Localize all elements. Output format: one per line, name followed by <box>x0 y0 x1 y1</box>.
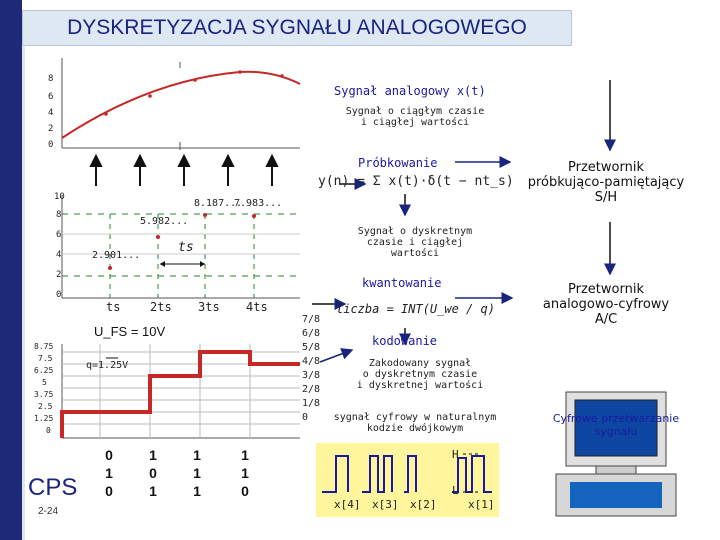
coding-label: kodowanie <box>372 334 437 348</box>
top-ytick-4: 4 <box>48 108 53 118</box>
sampling-impulses <box>91 156 277 186</box>
digital-x-label-1: x[4] <box>334 498 361 511</box>
analog-curve <box>62 72 300 138</box>
mid-ytick-0: 0 <box>56 290 61 300</box>
analog-desc: Sygnał o ciągłym czasie i ciągłej wartoś… <box>340 106 490 128</box>
mid-xtick-3: 3ts <box>198 300 220 314</box>
quant-chart <box>62 344 300 438</box>
mid-ytick-8: 8 <box>56 210 61 220</box>
mid-xtick-4: 4ts <box>246 300 268 314</box>
cps-logo: CPS <box>28 474 77 502</box>
top-ytick-0: 0 <box>48 140 53 150</box>
sampled-desc: Sygnał o dyskretnym czasie i ciągłej war… <box>340 226 490 259</box>
quant-ytick-3: 6.25 <box>34 366 53 375</box>
quant-ytick-2: 7.5 <box>38 354 52 363</box>
coded-desc: Zakodowany sygnał o dyskretnym czasie i … <box>350 358 490 391</box>
page-number: 2-24 <box>38 506 58 517</box>
mid-xtick-1: ts <box>106 300 120 314</box>
low-level-label: L <box>452 484 459 497</box>
quant-ytick-7: 1.25 <box>34 414 53 423</box>
level-5-8: 5/8 <box>302 342 320 353</box>
ts-interval-label: ts <box>178 240 194 255</box>
quant-ytick-4: 5 <box>42 378 47 387</box>
top-chart <box>62 58 300 150</box>
ufs-label: U_FS = 10V <box>94 324 165 339</box>
mid-ytick-6: 6 <box>56 230 61 240</box>
high-level-label: H <box>452 448 459 461</box>
sample-value-2: 5.982... <box>140 216 188 227</box>
sample-value-1: 2.901... <box>92 250 140 261</box>
q-label: q=1.25V <box>86 360 128 371</box>
level-4-8: 4/8 <box>302 356 320 367</box>
digital-x-label-4: x[1] <box>468 498 495 511</box>
sampling-formula: y(n) = Σ x(t)·δ(t − nt_s) <box>318 174 514 189</box>
binary-desc: sygnał cyfrowy w naturalnym kodzie dwójk… <box>330 412 500 434</box>
quant-ytick-8: 0 <box>46 426 51 435</box>
top-ytick-8: 8 <box>48 74 53 84</box>
mid-ytick-10: 10 <box>54 192 65 202</box>
dsp-label: Cyfrowe przetwarzanie sygnału <box>536 412 696 438</box>
mid-ytick-4: 4 <box>56 250 61 260</box>
sampling-label: Próbkowanie <box>358 156 437 170</box>
adc-converter-label: Przetwornik analogowo-cyfrowy A/C <box>516 282 696 327</box>
mid-ytick-2: 2 <box>56 270 61 280</box>
mid-xtick-2: 2ts <box>150 300 172 314</box>
sh-converter-label: Przetwornik próbkująco-pamiętający S/H <box>516 160 696 205</box>
level-7-8: 7/8 <box>302 314 320 325</box>
top-ytick-2: 2 <box>48 124 53 134</box>
level-6-8: 6/8 <box>302 328 320 339</box>
digital-x-label-3: x[2] <box>410 498 437 511</box>
top-ytick-6: 6 <box>48 92 53 102</box>
quant-label: kwantowanie <box>362 276 441 290</box>
level-3-8: 3/8 <box>302 370 320 381</box>
analog-signal-label: Sygnał analogowy x(t) <box>334 84 486 98</box>
digital-x-label-2: x[3] <box>372 498 399 511</box>
quant-ytick-5: 3.75 <box>34 390 53 399</box>
quant-formula: liczba = INT(U_we / q) <box>336 302 495 316</box>
level-0: 0 <box>302 412 308 423</box>
top-markers <box>104 70 284 116</box>
level-2-8: 2/8 <box>302 384 320 395</box>
quant-ytick-6: 2.5 <box>38 402 52 411</box>
level-1-8: 1/8 <box>302 398 320 409</box>
quant-ytick-1: 8.75 <box>34 342 53 351</box>
computer-icon <box>556 392 676 516</box>
sample-value-4: 7.983... <box>234 198 282 209</box>
